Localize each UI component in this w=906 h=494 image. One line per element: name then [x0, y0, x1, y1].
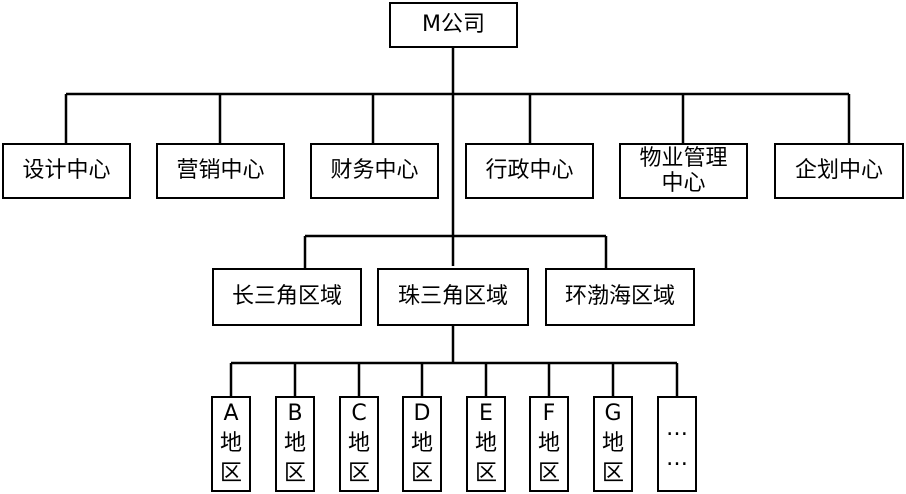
center-node-finance: 财务中心: [310, 143, 439, 199]
region-label: 长三角区域: [231, 284, 342, 310]
district-char: 地: [601, 431, 624, 456]
district-char: 地: [347, 431, 370, 456]
district-letter: B: [287, 401, 303, 426]
center-label-line2: 中心: [661, 171, 706, 196]
center-label: 设计中心: [22, 158, 111, 184]
center-node-planning: 企划中心: [774, 143, 904, 199]
center-label-line1: 物业管理: [639, 145, 728, 171]
district-char: 区: [474, 461, 497, 486]
region-node-bohai: 环渤海区域: [545, 268, 695, 326]
district-letter: A: [223, 401, 239, 426]
district-node-f: F 地 区: [529, 396, 569, 492]
region-node-yangtze: 长三角区域: [212, 268, 362, 326]
region-label: 环渤海区域: [564, 284, 675, 310]
district-char: 地: [537, 431, 560, 456]
district-char: 地: [219, 431, 242, 456]
center-node-design: 设计中心: [2, 143, 131, 199]
district-char: 区: [347, 461, 370, 486]
district-char: 区: [537, 461, 560, 486]
district-letter: C: [351, 401, 367, 426]
center-label: 企划中心: [794, 158, 883, 184]
center-label: 财务中心: [330, 158, 419, 184]
district-node-b: B 地 区: [275, 396, 315, 492]
district-ellipsis: …: [666, 446, 688, 471]
district-node-a: A 地 区: [211, 396, 251, 492]
district-letter: D: [413, 401, 431, 426]
center-label: 行政中心: [485, 158, 574, 184]
region-label: 珠三角区域: [397, 284, 508, 310]
region-node-pearl: 珠三角区域: [377, 268, 529, 326]
district-char: 地: [283, 431, 306, 456]
district-char: 区: [219, 461, 242, 486]
district-letter: G: [604, 401, 622, 426]
center-node-marketing: 营销中心: [156, 143, 285, 199]
district-letter: F: [542, 401, 556, 426]
district-char: 地: [474, 431, 497, 456]
district-char: 地: [410, 431, 433, 456]
district-char: 区: [601, 461, 624, 486]
center-label: 营销中心: [176, 158, 265, 184]
root-node: M公司: [389, 2, 518, 48]
center-node-admin: 行政中心: [465, 143, 594, 199]
center-node-property: 物业管理 中心: [619, 143, 748, 199]
district-ellipsis: …: [666, 416, 688, 441]
district-node-c: C 地 区: [339, 396, 379, 492]
district-node-e: E 地 区: [466, 396, 506, 492]
district-node-g: G 地 区: [593, 396, 633, 492]
root-label: M公司: [422, 12, 485, 38]
district-node-more: … …: [657, 396, 697, 492]
district-node-d: D 地 区: [402, 396, 442, 492]
district-char: 区: [283, 461, 306, 486]
district-char: 区: [410, 461, 433, 486]
district-letter: E: [479, 401, 493, 426]
